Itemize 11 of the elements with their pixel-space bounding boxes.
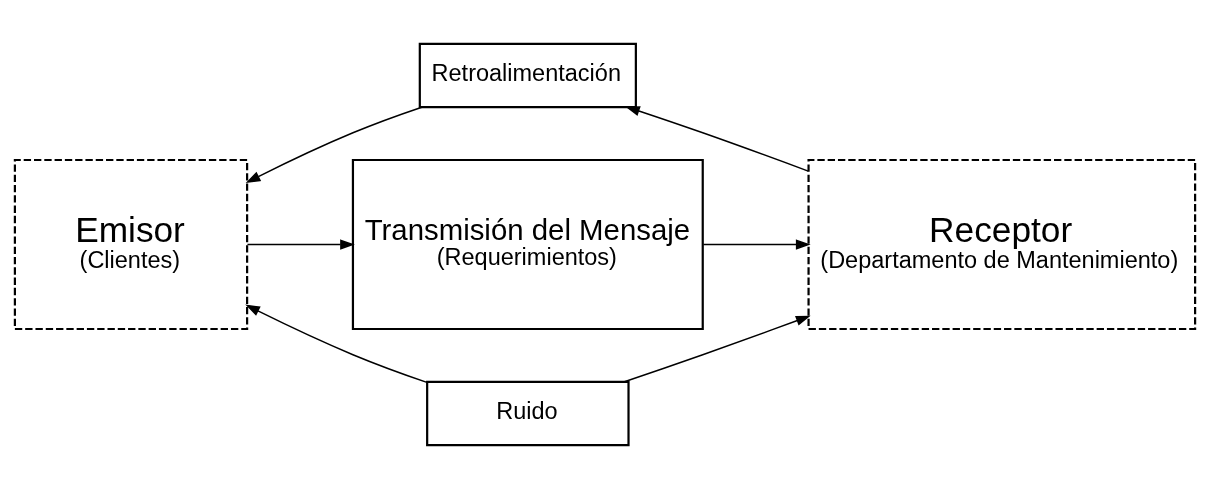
arrow <box>625 106 809 172</box>
arrow <box>623 315 811 383</box>
node-box: Ruido <box>426 380 630 447</box>
arrow <box>245 304 428 384</box>
node-box: Receptor (Departamento de Mantenimiento) <box>807 158 1197 331</box>
node-box: Transmisión del Mensaje (Requerimientos) <box>351 158 704 331</box>
arrow <box>246 239 355 250</box>
node-box: Emisor (Clientes) <box>13 158 249 331</box>
node-box: Retroalimentación <box>418 42 637 109</box>
arrow <box>702 239 811 250</box>
arrow <box>245 106 423 184</box>
